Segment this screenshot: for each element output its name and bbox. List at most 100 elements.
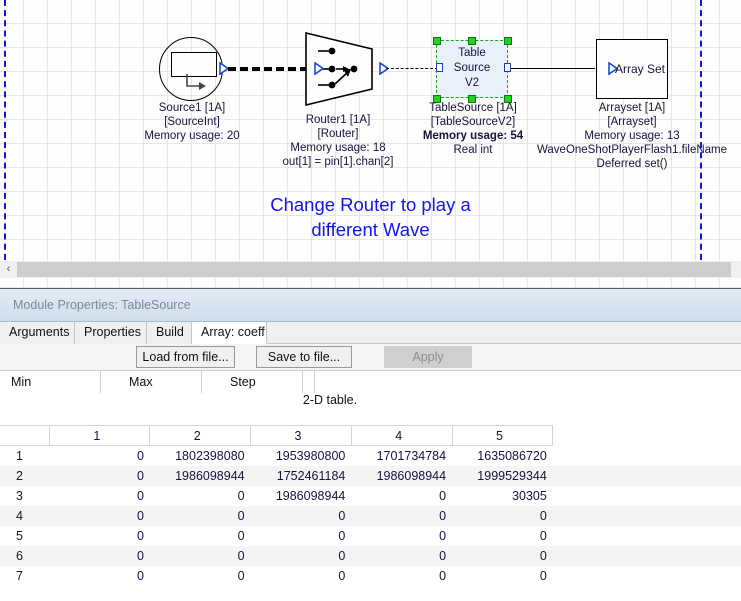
wire-router-to-tablesource <box>386 68 438 69</box>
row-header[interactable]: 1 <box>0 446 50 466</box>
cell[interactable]: 0 <box>351 526 452 546</box>
cell-filler <box>553 526 741 546</box>
cell[interactable]: 0 <box>50 486 150 506</box>
wire-source-to-router <box>228 67 308 71</box>
cell[interactable]: 0 <box>50 566 150 586</box>
table-row[interactable]: 7 0 0 0 0 0 <box>0 566 741 586</box>
row-header[interactable]: 4 <box>0 506 50 526</box>
cell-filler <box>553 546 741 566</box>
annotation-line-2: different Wave <box>0 217 741 242</box>
table-source-block-icon[interactable]: Table Source V2 <box>436 40 508 98</box>
table-row[interactable]: 3 0 0 1986098944 0 30305 <box>0 486 741 506</box>
diagram-annotation: Change Router to play a different Wave <box>0 192 741 242</box>
cell[interactable]: 0 <box>351 506 452 526</box>
param-divider <box>303 371 315 393</box>
coefficient-table[interactable]: 1 2 3 4 5 1 0 1802398080 1953980800 1701… <box>0 425 741 586</box>
cell[interactable]: 0 <box>452 566 553 586</box>
block-diagram-canvas[interactable]: Source1 [1A] [SourceInt] Memory usage: 2… <box>0 0 741 288</box>
row-header[interactable]: 5 <box>0 526 50 546</box>
selection-handle-nw[interactable] <box>433 37 441 45</box>
tablesource-block-line3: V2 <box>437 76 507 91</box>
step-field-label[interactable]: Step <box>202 371 303 393</box>
param-band: Min Max Step <box>0 370 741 393</box>
cell[interactable]: 1635086720 <box>452 446 553 466</box>
cell[interactable]: 1999529344 <box>452 466 553 486</box>
cell[interactable]: 0 <box>251 566 352 586</box>
cell[interactable]: 1986098944 <box>251 486 352 506</box>
cell[interactable]: 0 <box>251 506 352 526</box>
router1-label: Router1 [1A] [Router] Memory usage: 18 o… <box>274 113 402 169</box>
table-caption: 2-D table. <box>0 393 660 407</box>
annotation-line-1: Change Router to play a <box>0 192 741 217</box>
tab-arguments[interactable]: Arguments <box>0 322 75 344</box>
tablesource-input-port[interactable] <box>436 63 443 72</box>
cell[interactable]: 0 <box>150 566 251 586</box>
cell[interactable]: 0 <box>150 506 251 526</box>
router-input-port[interactable] <box>314 62 323 74</box>
cell[interactable]: 1986098944 <box>150 466 251 486</box>
panel-tabstrip: Arguments Properties Build Array: coeff <box>0 322 741 344</box>
scrollbar-thumb[interactable] <box>17 262 731 277</box>
cell[interactable]: 0 <box>351 546 452 566</box>
column-header-filler <box>553 426 741 446</box>
table-body: 1 0 1802398080 1953980800 1701734784 163… <box>0 446 741 586</box>
tab-properties[interactable]: Properties <box>75 322 147 344</box>
cell[interactable]: 1802398080 <box>150 446 251 466</box>
cell[interactable]: 0 <box>50 446 150 466</box>
scroll-left-arrow-icon[interactable]: ‹ <box>0 261 17 278</box>
diagram-horizontal-scrollbar[interactable]: ‹ <box>0 261 741 278</box>
column-header-3[interactable]: 3 <box>251 426 352 446</box>
table-row[interactable]: 6 0 0 0 0 0 <box>0 546 741 566</box>
cell[interactable]: 0 <box>150 526 251 546</box>
cell[interactable]: 1953980800 <box>251 446 352 466</box>
cell[interactable]: 0 <box>50 526 150 546</box>
table-row[interactable]: 2 0 1986098944 1752461184 1986098944 199… <box>0 466 741 486</box>
column-header-1[interactable]: 1 <box>50 426 150 446</box>
cell[interactable]: 1752461184 <box>251 466 352 486</box>
cell[interactable]: 1701734784 <box>351 446 452 466</box>
cell[interactable]: 0 <box>452 506 553 526</box>
selection-handle-n[interactable] <box>468 37 476 45</box>
cell[interactable]: 0 <box>50 466 150 486</box>
cell[interactable]: 0 <box>452 526 553 546</box>
table-row[interactable]: 5 0 0 0 0 0 <box>0 526 741 546</box>
cell[interactable]: 0 <box>150 486 251 506</box>
table-row[interactable]: 1 0 1802398080 1953980800 1701734784 163… <box>0 446 741 466</box>
arrayset-type: [Arrayset] <box>512 115 741 129</box>
panel-titlebar: Module Properties: TableSource <box>0 289 741 322</box>
max-field-label[interactable]: Max <box>101 371 202 393</box>
row-header[interactable]: 2 <box>0 466 50 486</box>
cell[interactable]: 0 <box>150 546 251 566</box>
load-from-file-button[interactable]: Load from file... <box>136 346 235 368</box>
tablesource-output-port[interactable] <box>504 63 511 72</box>
signal-source-arrow-icon <box>186 74 208 91</box>
cell[interactable]: 0 <box>351 486 452 506</box>
cell[interactable]: 0 <box>251 526 352 546</box>
column-header-5[interactable]: 5 <box>452 426 553 446</box>
tab-build[interactable]: Build <box>147 322 192 344</box>
cell-filler <box>553 506 741 526</box>
cell[interactable]: 0 <box>351 566 452 586</box>
arrayset-name: Arrayset [1A] <box>512 101 741 115</box>
selection-handle-ne[interactable] <box>504 37 512 45</box>
save-to-file-button[interactable]: Save to file... <box>256 346 352 368</box>
cell[interactable]: 30305 <box>452 486 553 506</box>
row-header[interactable]: 7 <box>0 566 50 586</box>
arrayset-block-text: Array Set <box>615 62 665 76</box>
cell[interactable]: 0 <box>50 506 150 526</box>
cell[interactable]: 0 <box>452 546 553 566</box>
cell[interactable]: 1986098944 <box>351 466 452 486</box>
tablesource-block-line2: Source <box>437 61 507 76</box>
row-header[interactable]: 6 <box>0 546 50 566</box>
source-output-port[interactable] <box>219 62 228 74</box>
table-row[interactable]: 4 0 0 0 0 0 <box>0 506 741 526</box>
tab-array-coeff[interactable]: Array: coeff <box>192 322 267 344</box>
cell[interactable]: 0 <box>50 546 150 566</box>
cell[interactable]: 0 <box>251 546 352 566</box>
row-header[interactable]: 3 <box>0 486 50 506</box>
wire-tablesource-to-arrayset <box>511 68 595 69</box>
min-field-label[interactable]: Min <box>0 371 101 393</box>
column-header-4[interactable]: 4 <box>351 426 452 446</box>
column-header-2[interactable]: 2 <box>150 426 251 446</box>
source1-name: Source1 [1A] <box>128 101 256 115</box>
